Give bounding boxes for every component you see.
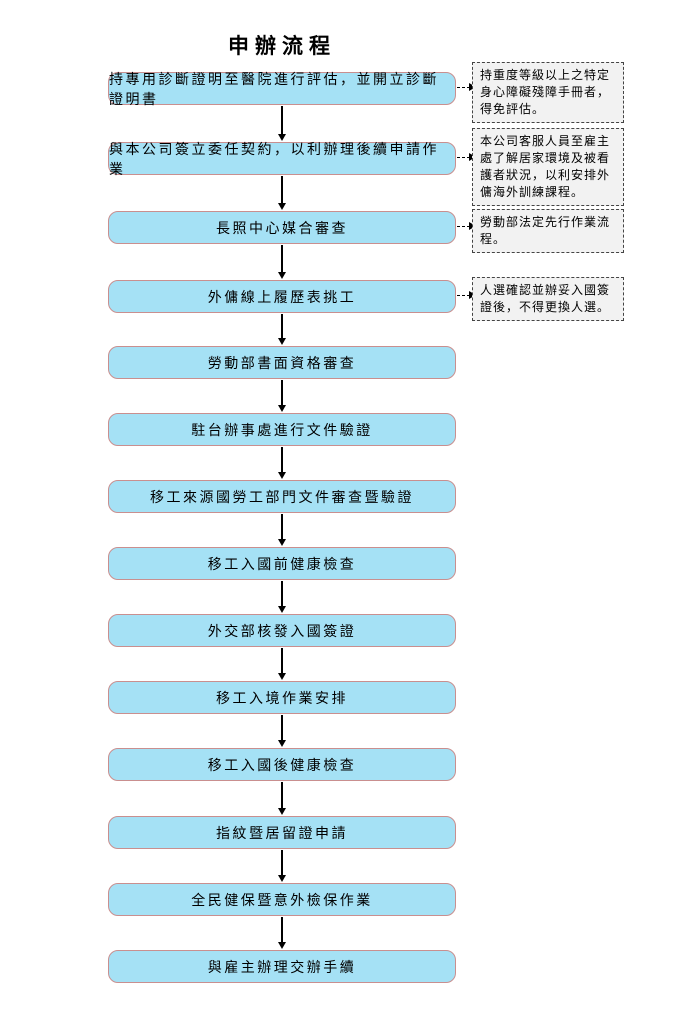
dashed-arrow-icon bbox=[457, 222, 476, 231]
flow-step-label: 勞動部書面資格審查 bbox=[207, 356, 357, 372]
flow-step-label: 指紋暨居留證申請 bbox=[216, 826, 348, 842]
down-arrow-icon bbox=[278, 106, 285, 141]
down-arrow-icon bbox=[278, 314, 285, 345]
flow-step-label: 持專用診斷證明至醫院進行評估，並開立診斷證明書 bbox=[109, 72, 439, 108]
flow-step-6: 駐台辦事處進行文件驗證 bbox=[108, 413, 456, 446]
callout-note-2: 本公司客服人員至雇主處了解居家環境及被看護者狀況，以利安排外傭海外訓練課程。 bbox=[472, 128, 624, 206]
flow-step-12: 指紋暨居留證申請 bbox=[108, 816, 456, 849]
down-arrow-icon bbox=[278, 850, 285, 882]
flow-step-8: 移工入國前健康檢查 bbox=[108, 547, 456, 580]
flow-step-11: 移工入國後健康檢查 bbox=[108, 748, 456, 781]
flow-step-label: 全民健保暨意外檢保作業 bbox=[191, 893, 373, 909]
flow-step-13: 全民健保暨意外檢保作業 bbox=[108, 883, 456, 916]
callout-text: 人選確認並辦妥入國簽證後，不得更換人選。 bbox=[480, 283, 611, 314]
flow-step-label: 移工來源國勞工部門文件審查暨驗證 bbox=[150, 490, 414, 506]
flow-step-2: 與本公司簽立委任契約，以利辦理後續申請作業 bbox=[108, 142, 456, 178]
down-arrow-icon bbox=[278, 447, 285, 479]
down-arrow-icon bbox=[278, 380, 285, 412]
flow-step-label: 駐台辦事處進行文件驗證 bbox=[191, 423, 373, 439]
callout-note-3: 勞動部法定先行作業流程。 bbox=[472, 209, 624, 253]
flow-step-label: 與本公司簽立委任契約，以利辦理後續申請作業 bbox=[109, 142, 439, 178]
callout-text: 本公司客服人員至雇主處了解居家環境及被看護者狀況，以利安排外傭海外訓練課程。 bbox=[480, 134, 611, 199]
page-title: 申辦流程 bbox=[228, 34, 336, 58]
flow-step-label: 移工入境作業安排 bbox=[216, 691, 348, 707]
flow-step-label: 外傭線上履歷表挑工 bbox=[207, 290, 357, 306]
down-arrow-icon bbox=[278, 581, 285, 613]
down-arrow-icon bbox=[278, 648, 285, 680]
flow-step-label: 長照中心媒合審查 bbox=[216, 221, 348, 237]
callout-text: 持重度等級以上之特定身心障礙殘障手冊者，得免評估。 bbox=[480, 68, 611, 116]
callout-text: 勞動部法定先行作業流程。 bbox=[480, 215, 611, 246]
flow-step-10: 移工入境作業安排 bbox=[108, 681, 456, 714]
dashed-arrow-icon bbox=[457, 153, 476, 162]
flow-step-5: 勞動部書面資格審查 bbox=[108, 346, 456, 379]
callout-note-4: 人選確認並辦妥入國簽證後，不得更換人選。 bbox=[472, 277, 624, 321]
flow-step-7: 移工來源國勞工部門文件審查暨驗證 bbox=[108, 480, 456, 513]
down-arrow-icon bbox=[278, 176, 285, 210]
flow-step-3: 長照中心媒合審查 bbox=[108, 211, 456, 244]
down-arrow-icon bbox=[278, 514, 285, 546]
callout-note-1: 持重度等級以上之特定身心障礙殘障手冊者，得免評估。 bbox=[472, 62, 624, 123]
flow-step-label: 與雇主辦理交辦手續 bbox=[207, 960, 357, 976]
flow-step-label: 外交部核發入國簽證 bbox=[207, 624, 357, 640]
down-arrow-icon bbox=[278, 715, 285, 747]
dashed-arrow-icon bbox=[457, 83, 476, 92]
down-arrow-icon bbox=[278, 245, 285, 279]
flow-step-9: 外交部核發入國簽證 bbox=[108, 614, 456, 647]
flow-step-label: 移工入國後健康檢查 bbox=[207, 758, 357, 774]
flow-step-4: 外傭線上履歷表挑工 bbox=[108, 280, 456, 313]
flow-step-14: 與雇主辦理交辦手續 bbox=[108, 950, 456, 983]
flow-step-1: 持專用診斷證明至醫院進行評估，並開立診斷證明書 bbox=[108, 72, 456, 108]
down-arrow-icon bbox=[278, 917, 285, 949]
dashed-arrow-icon bbox=[457, 291, 476, 300]
flow-step-label: 移工入國前健康檢查 bbox=[207, 557, 357, 573]
down-arrow-icon bbox=[278, 782, 285, 815]
